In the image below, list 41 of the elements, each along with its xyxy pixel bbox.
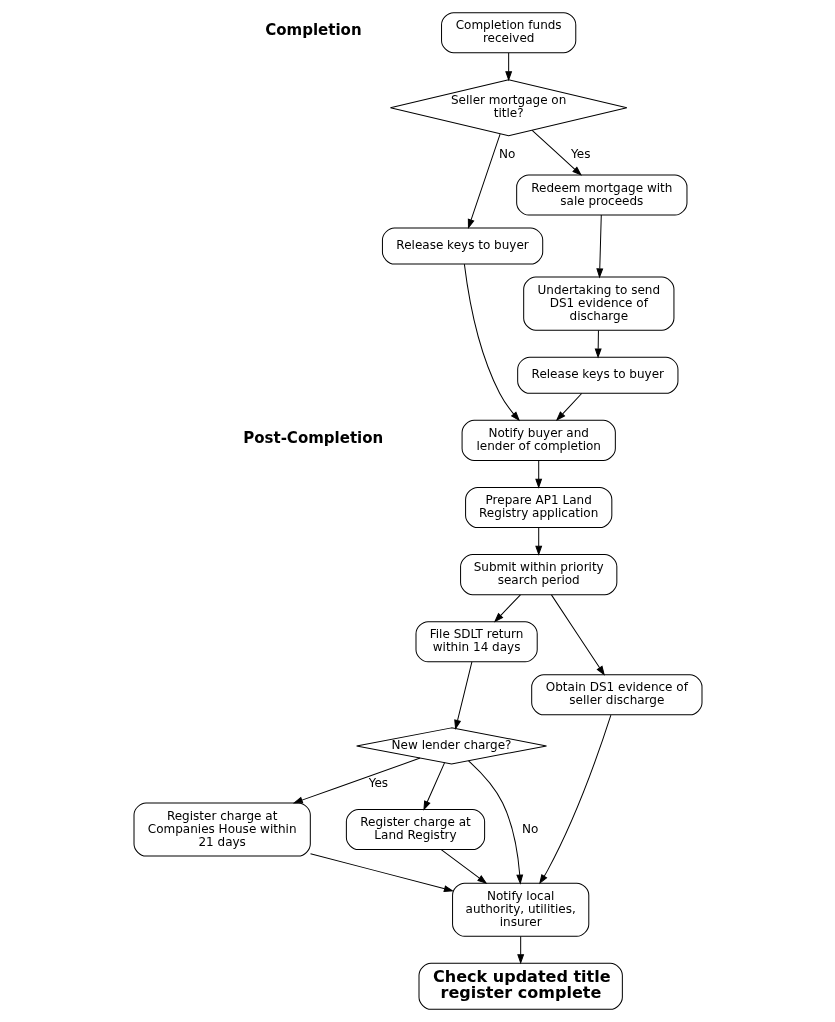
arrow <box>534 527 542 555</box>
arrow <box>453 661 472 729</box>
node-box: Release keys to buyer <box>381 227 543 265</box>
arrow <box>555 393 582 421</box>
node-box: Undertaking to send DS1 evidence of discharge <box>522 276 674 331</box>
edge-label: No <box>498 147 515 162</box>
node-box: File SDLT return within 14 days <box>415 621 538 663</box>
arrow <box>467 760 523 884</box>
label: Post-Completion <box>242 428 383 447</box>
arrow <box>594 330 601 358</box>
node-box: Check updated title register complete <box>418 962 623 1010</box>
arrow <box>463 263 520 421</box>
arrow <box>595 214 603 278</box>
node-box: Redeem mortgage with sale proceeds <box>515 174 687 216</box>
arrow <box>494 594 521 622</box>
edge-label: Yes <box>570 147 590 162</box>
edge-label: Yes <box>368 775 388 790</box>
arrow <box>538 714 611 884</box>
edge-label: No <box>521 821 538 836</box>
arrow <box>293 757 421 804</box>
node-box: Notify buyer and lender of completion <box>461 419 616 461</box>
label: Completion <box>264 21 362 40</box>
arrow <box>422 762 445 810</box>
node-box: Notify local authority, utilities, insurer <box>451 882 589 937</box>
node-box: Prepare AP1 Land Registry application <box>464 486 612 529</box>
arrow <box>309 853 453 892</box>
arrow <box>440 849 487 884</box>
node-box: Submit within priority search period <box>459 554 617 596</box>
node-diamond: Seller mortgage on title? <box>389 79 627 137</box>
arrow <box>550 594 605 676</box>
arrow <box>534 460 542 488</box>
node-box: Register charge at Land Registry <box>345 809 485 851</box>
arrow <box>467 133 501 229</box>
node-box: Release keys to buyer <box>516 356 678 394</box>
node-box: Register charge at Companies House within 21 days <box>133 802 311 857</box>
arrow <box>531 129 581 176</box>
arrow <box>516 935 524 964</box>
node-diamond: New lender charge? <box>355 727 547 765</box>
arrow <box>504 52 512 81</box>
node-box: Obtain DS1 evidence of seller discharge <box>530 674 702 716</box>
node-box: Completion funds received <box>440 12 576 54</box>
